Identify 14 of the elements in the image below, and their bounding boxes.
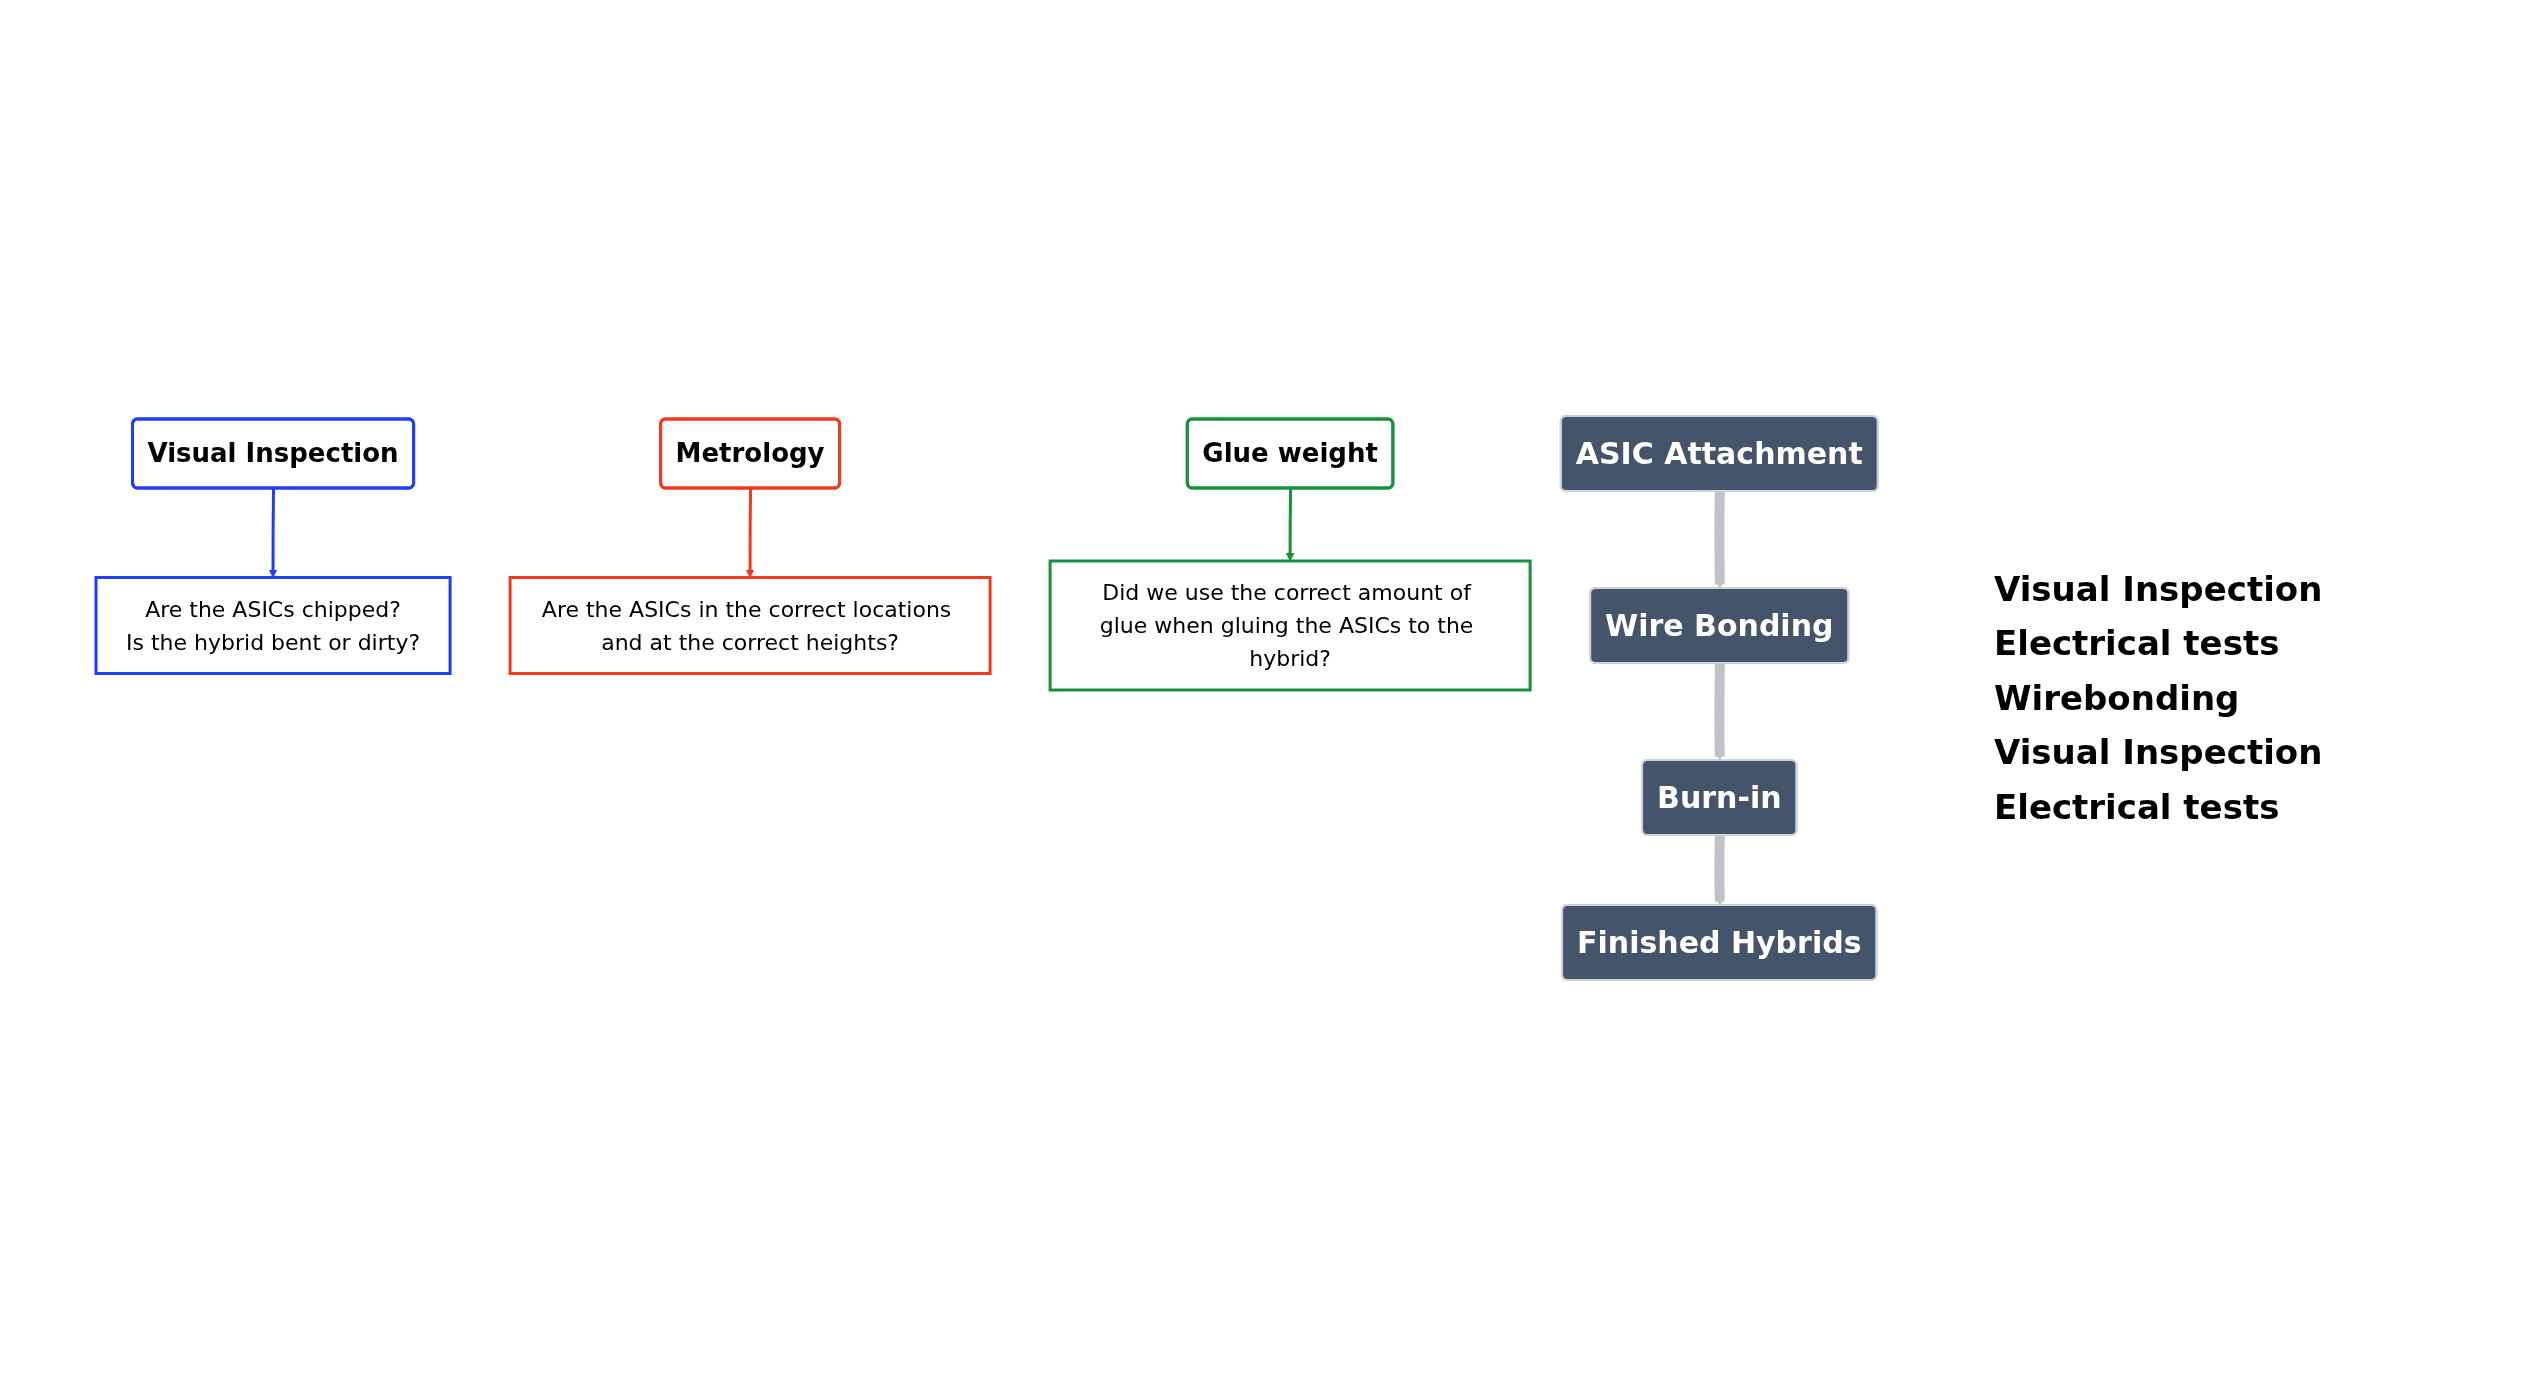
arrow	[1714, 491, 1725, 589]
node-box: Are the ASICs chipped? Is the hybrid bent or dirty?	[94, 576, 452, 675]
node-box: Did we use the correct amount of glue when gluing the ASICs to the hybrid?	[1048, 559, 1532, 692]
bullet-text: Visual Inspection	[1994, 568, 2324, 611]
bullet-text: Wirebonding	[1994, 676, 2241, 720]
bullet-text: Visual Inspection	[1994, 731, 2324, 775]
arrow	[1285, 488, 1295, 562]
arrow	[745, 488, 755, 578]
node-box: Are the ASICs in the correct locations and at the correct heights?	[508, 576, 992, 675]
arrow	[268, 488, 278, 578]
bullet-text: Electrical tests	[1994, 785, 2281, 829]
arrow	[1714, 663, 1725, 761]
bullet-text: Electrical tests	[1994, 622, 2281, 666]
arrow	[1714, 835, 1725, 906]
